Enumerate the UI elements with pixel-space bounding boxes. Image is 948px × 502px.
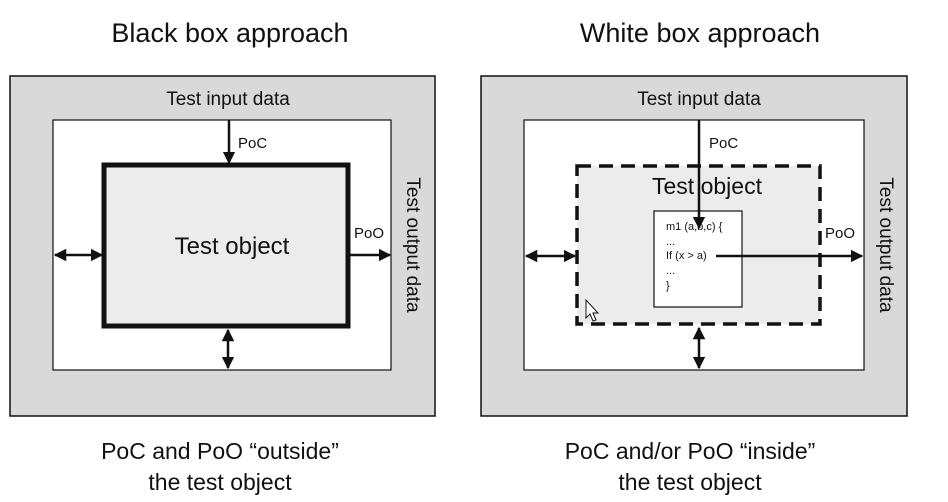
black-box-caption: PoC and PoO “outside” the test object [0,436,440,498]
black-box-caption-line1: PoC and PoO “outside” [101,438,339,464]
black-box-panel: Test input data Test object PoC PoO Test… [9,75,436,417]
black-box-caption-line2: the test object [148,469,292,495]
white-box-caption-line1: PoC and/or PoO “inside” [564,438,816,464]
white-box-panel: Test input data Test object PoC PoO Test… [480,75,908,417]
code-line: } [666,280,670,292]
black-box-test-object [101,162,351,329]
code-line: ... [666,236,675,248]
white-box-caption-line2: the test object [618,469,762,495]
white-box-object-label: Test object [652,173,763,199]
white-box-title: White box approach [579,18,821,48]
code-line: m1 (a,b,c) { [666,221,723,233]
code-line: ... [666,265,675,277]
white-box-caption: PoC and/or PoO “inside” the test object [470,436,910,498]
white-box-poc-label: PoC [709,135,738,152]
black-box-output-label: Test output data [402,177,423,313]
code-line: If (x > a) [666,250,707,262]
black-box-object-label: Test object [175,233,290,260]
black-box-poo-label: PoO [354,225,384,242]
mouse-pointer-icon [585,298,600,322]
black-box-poc-label: PoC [238,135,267,152]
black-box-input-label: Test input data [166,89,290,110]
white-box-output-label: Test output data [875,177,896,313]
white-box-input-label: Test input data [637,89,761,110]
white-box-poo-label: PoO [825,225,855,242]
black-box-title: Black box approach [111,18,349,48]
